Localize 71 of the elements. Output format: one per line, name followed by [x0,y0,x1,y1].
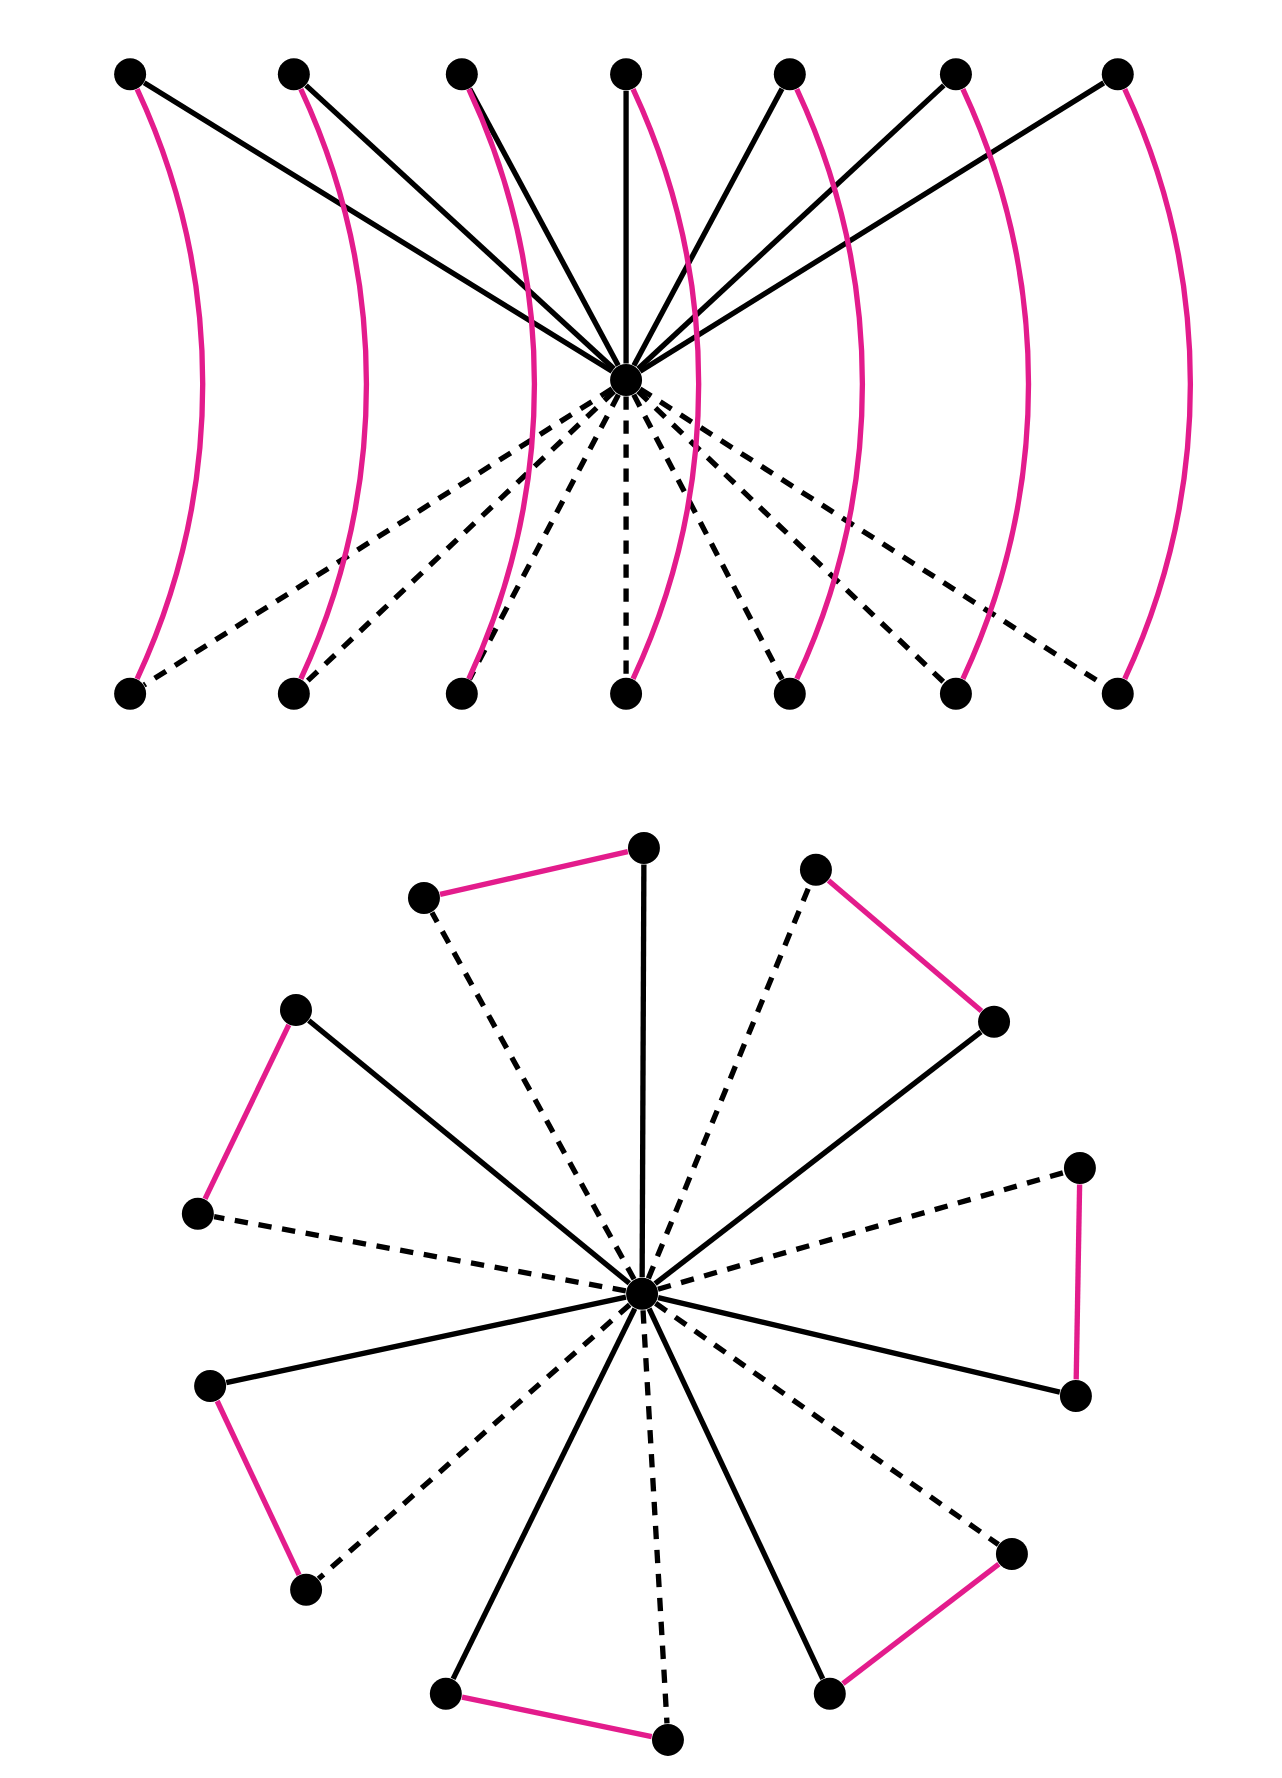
dot [114,677,147,710]
dot [610,677,643,710]
line [657,1169,1065,1292]
line [826,878,984,1014]
dot [277,58,310,91]
line [640,1310,670,1724]
line [623,90,629,364]
line [467,87,621,367]
line [636,389,946,685]
line [639,864,647,1278]
dot [773,58,806,91]
dot [181,1197,214,1230]
curve [298,88,369,680]
curve [794,88,865,680]
line [316,1302,632,1581]
line [1073,1184,1083,1380]
dot [813,1677,846,1710]
line [429,911,637,1281]
line [623,396,629,678]
curve [960,88,1032,680]
dot [290,1573,323,1606]
curve [630,88,702,680]
line [225,1294,627,1386]
line [142,386,614,688]
line [461,1694,653,1740]
line [450,1307,638,1681]
dot [1063,1151,1096,1184]
dot [1101,677,1134,710]
dot [610,364,643,396]
dot [651,1723,684,1756]
line [214,1399,302,1576]
dot [445,677,478,710]
dot [627,831,660,864]
line [142,80,614,374]
dot [445,58,478,91]
dot [114,58,147,91]
line [645,884,813,1280]
line [657,1294,1061,1395]
dot [978,1005,1011,1038]
dot [280,994,312,1027]
curve [134,88,206,680]
dot [194,1370,227,1403]
line [631,393,785,681]
dot [1101,58,1134,91]
line [439,849,629,897]
curve [1122,88,1193,680]
line [304,83,616,371]
line [213,1214,627,1294]
line [654,1301,1000,1547]
dot [626,1277,659,1310]
line [841,1561,1001,1686]
dot [1059,1379,1092,1412]
dot [277,677,310,710]
dot [610,58,643,91]
line [304,389,616,685]
dot [939,58,972,91]
curve [466,88,537,680]
dot [429,1677,462,1710]
line [631,87,785,367]
line [653,1029,983,1286]
line [467,393,621,681]
line [636,83,946,371]
line [202,1023,292,1201]
line [646,1307,826,1680]
line [307,1018,631,1286]
dot [799,853,832,886]
dot [407,882,440,915]
dot [939,677,972,710]
dot [773,677,806,710]
dot [995,1538,1028,1570]
line [638,80,1106,374]
